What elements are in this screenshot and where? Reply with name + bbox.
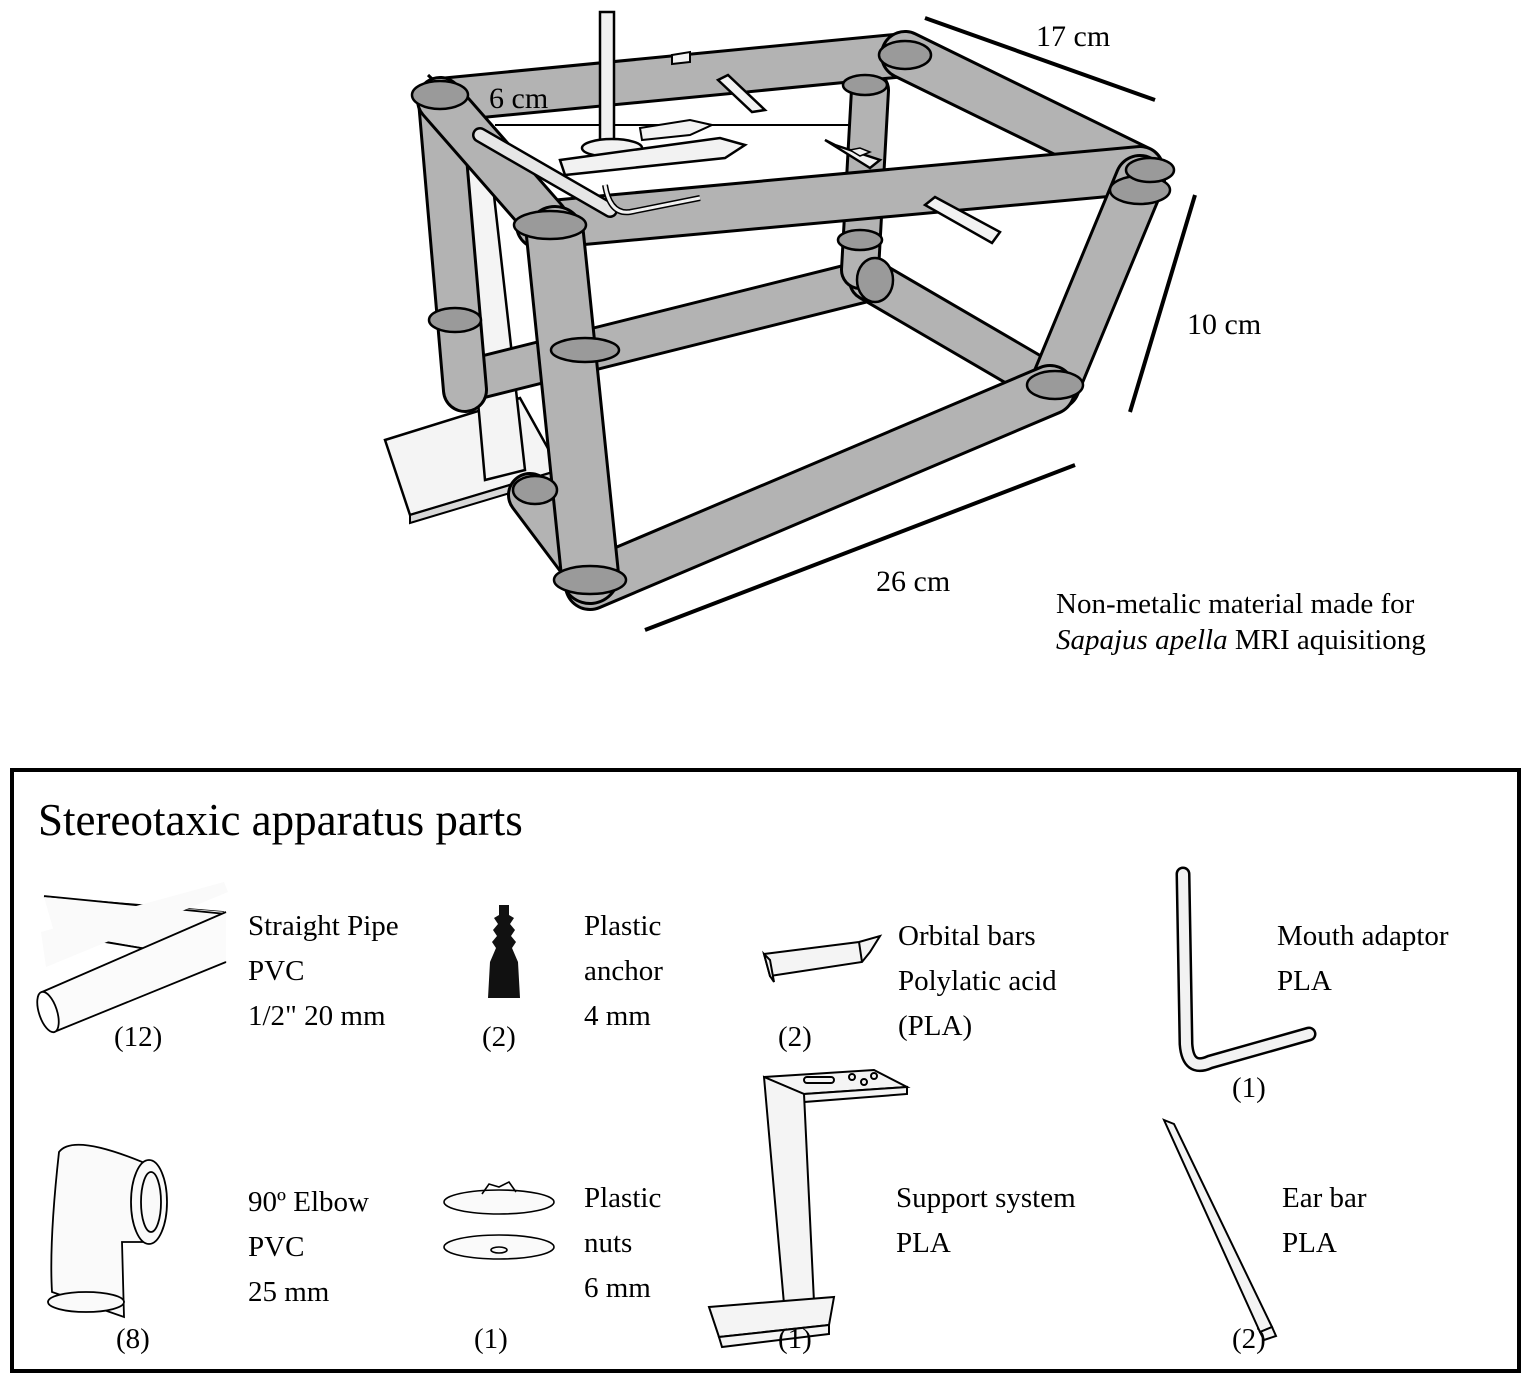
orbital-bar-right bbox=[638, 118, 716, 142]
support-system-label: Support system PLA bbox=[896, 1176, 1076, 1266]
elbow-icon bbox=[47, 1143, 168, 1319]
plastic-anchor-icon bbox=[488, 905, 520, 998]
ear-bar-label-line: PLA bbox=[1282, 1227, 1337, 1259]
elbow-count: (8) bbox=[116, 1323, 150, 1355]
orbital-bars-label: Orbital bars Polylatic acid (PLA) bbox=[898, 914, 1057, 1049]
support-system-label-line: Support system bbox=[896, 1182, 1076, 1214]
dimension-width-label: 17 cm bbox=[1036, 20, 1111, 53]
orbital-bars-label-line: Orbital bars bbox=[898, 920, 1036, 952]
plastic-anchor-label-line: 4 mm bbox=[584, 1000, 651, 1032]
elbow-joints bbox=[410, 39, 1176, 596]
ear-bar-count: (2) bbox=[1232, 1323, 1266, 1355]
orbital-bar-left bbox=[558, 136, 748, 177]
mouth-adaptor-label-line: Mouth adaptor bbox=[1277, 920, 1449, 952]
elbow-label: 90º Elbow PVC 25 mm bbox=[248, 1180, 369, 1315]
dimension-line-width bbox=[924, 16, 1156, 102]
caption-species: Sapajus apella bbox=[1056, 624, 1228, 656]
parts-icons bbox=[36, 866, 1317, 1349]
support-system-label-line: PLA bbox=[896, 1227, 951, 1259]
elbow-label-line: 25 mm bbox=[248, 1276, 330, 1308]
parts-panel: Stereotaxic apparatus parts bbox=[10, 768, 1521, 1373]
plastic-nuts-label-line: nuts bbox=[584, 1227, 633, 1259]
plastic-nuts-count: (1) bbox=[474, 1323, 508, 1355]
straight-pipe-count: (12) bbox=[114, 1021, 163, 1053]
caption-line-2-rest: MRI aquisitiong bbox=[1227, 624, 1426, 656]
straight-pipe-label-line: 1/2" 20 mm bbox=[248, 1000, 386, 1032]
support-system-count: (1) bbox=[778, 1323, 812, 1355]
ear-bar-icon bbox=[1162, 1118, 1278, 1342]
figure-caption: Non-metalic material made for Sapajus ap… bbox=[1056, 586, 1426, 658]
caption-line-1: Non-metalic material made for bbox=[1056, 588, 1415, 620]
plastic-anchor-label-line: anchor bbox=[584, 955, 663, 987]
ear-bar-side bbox=[824, 138, 883, 170]
orbital-bars-count: (2) bbox=[778, 1021, 812, 1053]
dimension-height-label: 10 cm bbox=[1187, 308, 1262, 341]
plastic-anchor-label-line: Plastic bbox=[584, 910, 662, 942]
plastic-nuts-label-line: Plastic bbox=[584, 1182, 662, 1214]
dimension-depth-label: 6 cm bbox=[489, 82, 549, 115]
mouth-adaptor-icon bbox=[1175, 866, 1317, 1073]
elbow-label-line: PVC bbox=[248, 1231, 305, 1263]
ear-bar-label: Ear bar PLA bbox=[1282, 1176, 1367, 1266]
straight-pipe-label-line: Straight Pipe bbox=[248, 910, 399, 942]
plastic-anchor-count: (2) bbox=[482, 1021, 516, 1053]
straight-pipe-label: Straight Pipe PVC 1/2" 20 mm bbox=[248, 904, 399, 1039]
elbow-label-line: 90º Elbow bbox=[248, 1186, 369, 1218]
mouth-adaptor-count: (1) bbox=[1232, 1072, 1266, 1104]
orbital-bar-icon bbox=[762, 934, 883, 983]
ear-bar-top bbox=[715, 73, 768, 114]
dimension-line-height bbox=[1128, 194, 1197, 413]
parts-panel-title: Stereotaxic apparatus parts bbox=[38, 795, 523, 845]
ear-bar-label-line: Ear bar bbox=[1282, 1182, 1367, 1214]
orbital-bars-label-line: (PLA) bbox=[898, 1010, 973, 1042]
mouth-adaptor-rod bbox=[598, 10, 616, 154]
orbital-bars-label-line: Polylatic acid bbox=[898, 965, 1057, 997]
dimension-length-label: 26 cm bbox=[876, 565, 951, 598]
plastic-anchor-label: Plastic anchor 4 mm bbox=[584, 904, 663, 1039]
frame-pipes-back bbox=[417, 70, 1072, 413]
frame-pipes-top bbox=[416, 30, 1165, 250]
plastic-nuts-icon bbox=[443, 1180, 555, 1260]
ear-bar-protruding bbox=[922, 195, 1002, 245]
straight-pipe-label-line: PVC bbox=[248, 955, 305, 987]
dimension-line-length bbox=[644, 463, 1076, 632]
caption-line-2: Sapajus apella MRI aquisitiong bbox=[1056, 622, 1426, 658]
mouth-adaptor-label: Mouth adaptor PLA bbox=[1277, 914, 1449, 1004]
apparatus-illustration: .pipe { stroke-linecap: round; fill: non… bbox=[383, 10, 1197, 632]
frame-pipes-front bbox=[507, 154, 1166, 611]
plastic-nuts-label-line: 6 mm bbox=[584, 1272, 651, 1304]
plastic-nuts-label: Plastic nuts 6 mm bbox=[584, 1176, 661, 1311]
support-system-icon bbox=[707, 1068, 911, 1349]
mouth-adaptor-label-line: PLA bbox=[1277, 965, 1332, 997]
